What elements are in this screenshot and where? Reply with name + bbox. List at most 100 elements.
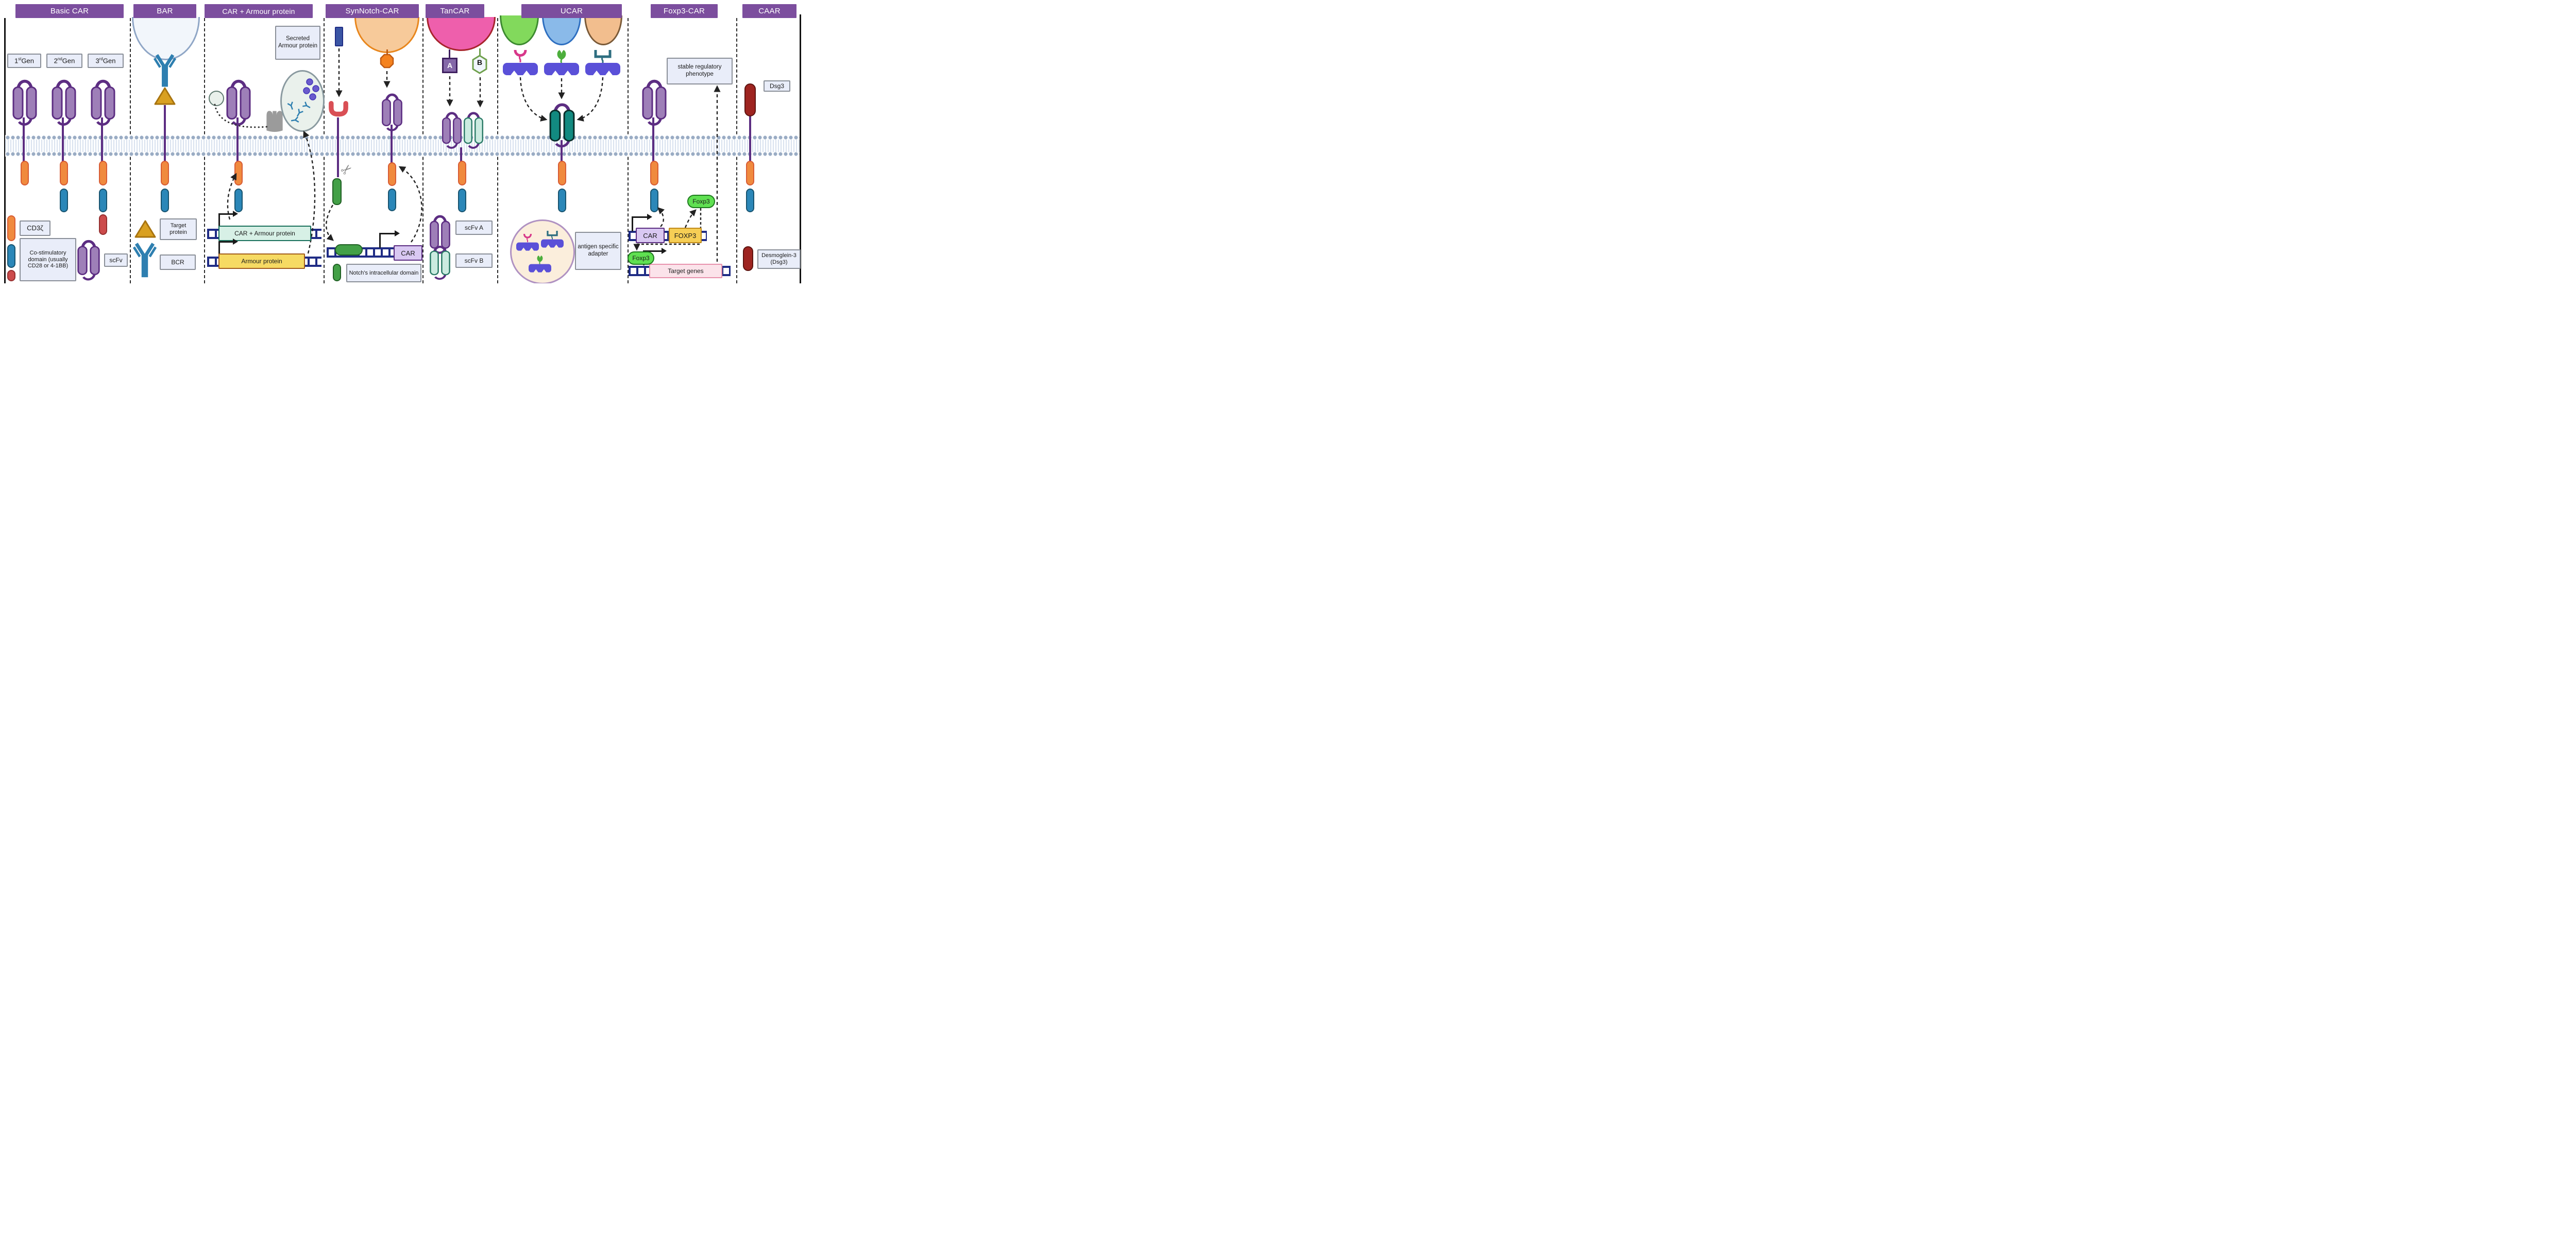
cd3z-domain — [99, 161, 107, 185]
left-border-line — [4, 18, 6, 283]
scfv-icon — [11, 76, 38, 128]
adapter-label: antigen specific adapter — [575, 232, 621, 270]
arrow-car-gene-to-receptor — [398, 166, 422, 243]
notch-domain-on-dna — [335, 244, 363, 256]
arrow-foxp3-gene-to-protein — [684, 209, 697, 228]
header-bar: BAR — [133, 4, 196, 18]
legend-costim-red-rod — [7, 270, 15, 281]
scfv-icon — [641, 76, 668, 128]
arrow-adapter1-to-receptor — [519, 77, 548, 122]
car-gene-box: CAR — [394, 245, 422, 261]
promoter-arrow — [379, 230, 400, 248]
antigen-a: A — [442, 58, 457, 73]
synnotch-receptor-head-icon — [329, 101, 348, 117]
header-foxp3: Foxp3-CAR — [651, 4, 718, 18]
membrane-lipid-heads-bottom — [5, 151, 800, 157]
universal-receptor-icon — [548, 100, 576, 149]
receptor-stalk — [101, 117, 103, 163]
desmoglein-label: Desmoglein-3 (Dsg3) — [757, 249, 801, 269]
receptor-stalk — [236, 117, 239, 163]
cd3z-domain — [388, 162, 396, 186]
cd3z-domain — [458, 161, 466, 185]
phenotype-label: stable regulatory phenotype — [667, 58, 733, 84]
cd3z-domain — [746, 161, 754, 185]
costim-domain-2 — [99, 214, 107, 235]
costim-domain — [458, 189, 466, 212]
costim-domain — [234, 189, 243, 212]
receptor-stalk — [62, 117, 64, 163]
target-protein-triangle-icon — [154, 87, 176, 105]
secreted-armour-label: Secreted Armour protein — [275, 26, 320, 60]
cd3z-domain — [650, 161, 658, 185]
header-car-armour: CAR + Armour protein — [205, 4, 313, 18]
costim-domain — [99, 189, 107, 212]
scfv-icon — [50, 76, 77, 128]
costim-domain — [161, 189, 169, 212]
header-tancar: TanCAR — [426, 4, 484, 18]
costim-label: Co-stimulatory domain (usually CD28 or 4… — [20, 238, 76, 281]
dsg3-label: Dsg3 — [764, 80, 790, 92]
blue-antigen — [335, 27, 343, 46]
cd3z-domain — [558, 161, 566, 185]
costim-domain — [558, 189, 566, 212]
receptor-stalk — [391, 125, 393, 164]
arrow-car-gene-to-costim — [657, 207, 665, 227]
target-genes-box: Target genes — [649, 264, 722, 278]
dsg3-ectodomain — [744, 83, 756, 116]
target-cell-green — [500, 15, 539, 45]
header-tancar-label: TanCAR — [440, 7, 470, 15]
membrane-lipid-tails — [5, 140, 800, 152]
target-cell-pink — [427, 17, 496, 51]
antigen-stem — [386, 49, 388, 55]
gray-receptor-icon — [266, 111, 283, 132]
legend-cd3z-rod — [7, 215, 15, 241]
scfv-icon — [225, 76, 252, 128]
scfv-a-icon — [441, 109, 463, 150]
legend-costim-blue-rod — [7, 244, 15, 268]
cd3z-domain — [21, 161, 29, 185]
adapter-teal — [585, 48, 620, 76]
target-cell-orange — [354, 17, 419, 53]
bcr-label: BCR — [160, 254, 196, 270]
receptor-stalk — [652, 117, 654, 163]
adapter-pink — [503, 48, 538, 76]
pool-adapter-green — [529, 254, 551, 273]
scissors-icon: ✂ — [337, 160, 356, 179]
foxp3-protein-pill-2: Foxp3 — [628, 251, 654, 265]
gen3-label: 3rdGen — [88, 54, 124, 68]
gen2-label: 2ndGen — [46, 54, 82, 68]
header-synnotch-label: SynNotch-CAR — [345, 7, 399, 15]
scfv-b-icon — [463, 109, 484, 150]
receptor-stalk — [164, 105, 166, 163]
pool-adapter-teal — [541, 230, 564, 248]
bcr-antibody-icon — [153, 54, 177, 89]
header-ucar: UCAR — [521, 4, 622, 18]
header-synnotch: SynNotch-CAR — [326, 4, 419, 18]
scfv-label: scFv — [104, 253, 128, 267]
receptor-stalk — [749, 115, 751, 163]
antigen-b-stem — [479, 48, 481, 56]
receptor-stalk — [561, 140, 563, 163]
car-gene-box: CAR — [636, 228, 665, 243]
legend-scfv-a-icon — [429, 212, 451, 256]
secreted-vesicle-circle — [280, 70, 325, 132]
notch-domain-label: Notch's intracellular domain — [346, 264, 421, 282]
car-armour-gene-box: CAR + Armour protein — [218, 226, 311, 241]
antigen-b-letter: B — [477, 58, 483, 66]
cd3z-domain — [60, 161, 68, 185]
right-border-line — [800, 14, 801, 283]
header-ucar-label: UCAR — [560, 7, 583, 15]
membrane-lipid-heads-top — [5, 135, 800, 140]
synnotch-stalk — [337, 117, 339, 177]
foxp3-protein-pill: Foxp3 — [687, 195, 715, 208]
armour-protein-dot — [209, 91, 224, 106]
promoter-arrow — [218, 239, 238, 255]
cell-membrane — [5, 135, 800, 157]
header-caar: CAAR — [742, 4, 796, 18]
secreted-vesicle-contents — [287, 78, 319, 123]
scfv-b-label: scFv B — [455, 253, 493, 268]
scfv-icon — [90, 76, 116, 128]
arrow-adapter3-to-receptor — [577, 77, 604, 122]
armour-gene-box: Armour protein — [218, 253, 305, 269]
cd3z-domain — [161, 161, 169, 185]
